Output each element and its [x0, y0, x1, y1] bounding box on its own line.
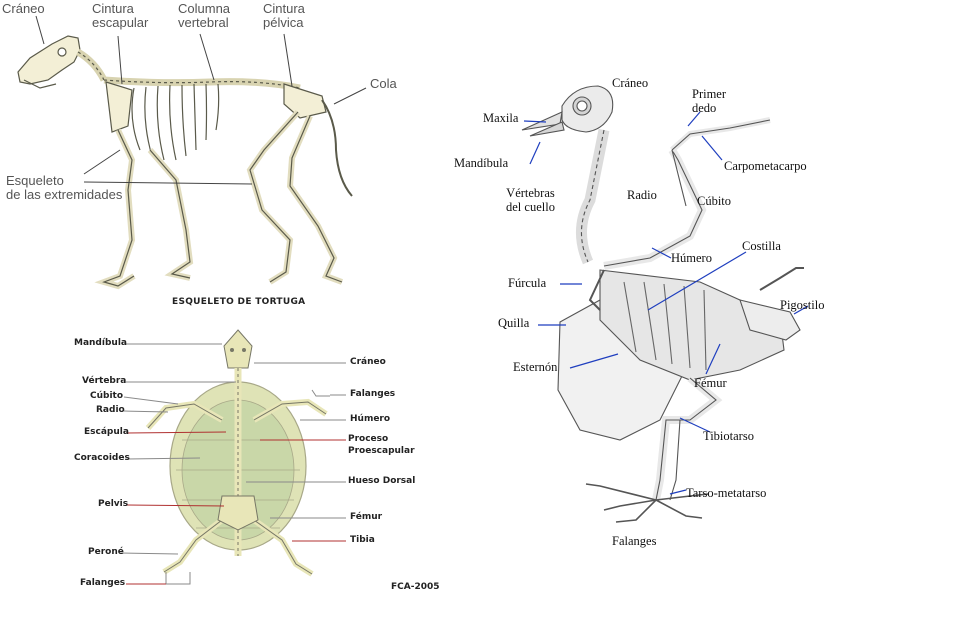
bird-label-furcula: Fúrcula [508, 276, 547, 290]
turtle-label-perone: Peroné [88, 547, 124, 557]
dog-label-esqueleto-extremidades-line1: Esqueleto [6, 173, 64, 188]
turtle-label-humero: Húmero [350, 414, 391, 424]
credit-fca-2005: FCA-2005 [391, 582, 440, 592]
turtle-label-radio: Radio [96, 405, 125, 415]
dog-label-cintura-pelvica-line2: pélvica [263, 15, 304, 31]
bird-label-vertebras-cuello-line1: Vértebras [506, 186, 555, 200]
dog-skeleton [17, 35, 353, 290]
bird-label-falanges: Falanges [612, 534, 657, 548]
bird-label-esternon: Esternón [513, 360, 558, 374]
dog-label-columna-vertebral-line1: Columna [178, 1, 231, 16]
dog-label-cola: Cola [370, 76, 397, 91]
turtle-label-vertebra: Vértebra [82, 376, 127, 386]
dog-label-columna-vertebral: Columna vertebral [178, 1, 231, 31]
bird-label-primer-dedo: Primer dedo [692, 87, 727, 116]
bird-label-costilla: Costilla [742, 239, 781, 253]
bird-label-tarso-metatarso: Tarso-metatarso [686, 486, 767, 500]
bird-label-vertebras-cuello-line2: del cuello [506, 199, 555, 214]
bird-label-radio: Radio [627, 188, 657, 202]
bird-label-mandibula: Mandíbula [454, 156, 509, 170]
bird-label-pigostilo: Pigostilo [780, 298, 825, 312]
bird-label-femur: Fémur [694, 376, 727, 390]
bird-label-vertebras-cuello: Vértebras del cuello [506, 186, 555, 215]
turtle-leader-lines [119, 343, 346, 585]
turtle-label-mandibula: Mandíbula [74, 338, 127, 348]
dog-label-cintura-pelvica-line1: Cintura [263, 1, 305, 16]
bird-label-primer-dedo-line2: dedo [692, 100, 717, 115]
turtle-label-craneo: Cráneo [350, 357, 386, 367]
turtle-label-coracoides: Coracoides [74, 453, 130, 463]
bird-label-maxila: Maxila [483, 111, 519, 125]
bird-leader-lines [523, 111, 809, 495]
dog-leader-lines [35, 15, 367, 185]
turtle-skeleton [145, 329, 330, 585]
dog-label-craneo: Cráneo [2, 1, 45, 16]
bird-label-craneo: Cráneo [612, 76, 649, 90]
turtle-title: ESQUELETO DE TORTUGA [172, 297, 306, 307]
turtle-label-escapula: Escápula [84, 427, 129, 437]
bird-label-carpometacarpo: Carpometacarpo [724, 159, 807, 173]
turtle-label-tibia: Tibia [350, 535, 375, 545]
turtle-label-proceso: Proceso [348, 434, 389, 444]
dog-label-columna-vertebral-line2: vertebral [178, 15, 229, 31]
bird-label-quilla: Quilla [498, 316, 530, 330]
dog-label-cintura-escapular: Cintura escapular [92, 1, 149, 31]
dog-label-cintura-pelvica: Cintura pélvica [263, 1, 305, 31]
bird-label-primer-dedo-line1: Primer [692, 87, 727, 101]
dog-label-cintura-escapular-line2: escapular [92, 15, 149, 31]
turtle-label-pelvis: Pelvis [98, 499, 129, 509]
dog-label-esqueleto-extremidades-line2: de las extremidades [6, 187, 123, 203]
bird-skeleton [521, 85, 804, 523]
turtle-label-hueso-dorsal: Hueso Dorsal [348, 476, 416, 486]
dog-label-esqueleto-extremidades: Esqueleto de las extremidades [6, 173, 123, 203]
bird-label-tibiotarso: Tibiotarso [703, 429, 754, 443]
turtle-label-cubito: Cúbito [90, 391, 124, 401]
turtle-label-proescapular: Proescapular [348, 446, 415, 456]
turtle-label-falanges-left: Falanges [80, 578, 126, 588]
bird-label-cubito: Cúbito [697, 194, 732, 208]
bird-label-humero: Húmero [671, 251, 712, 265]
turtle-label-falanges-right: Falanges [350, 389, 396, 399]
turtle-label-femur: Fémur [350, 512, 383, 522]
dog-label-cintura-escapular-line1: Cintura [92, 1, 134, 16]
